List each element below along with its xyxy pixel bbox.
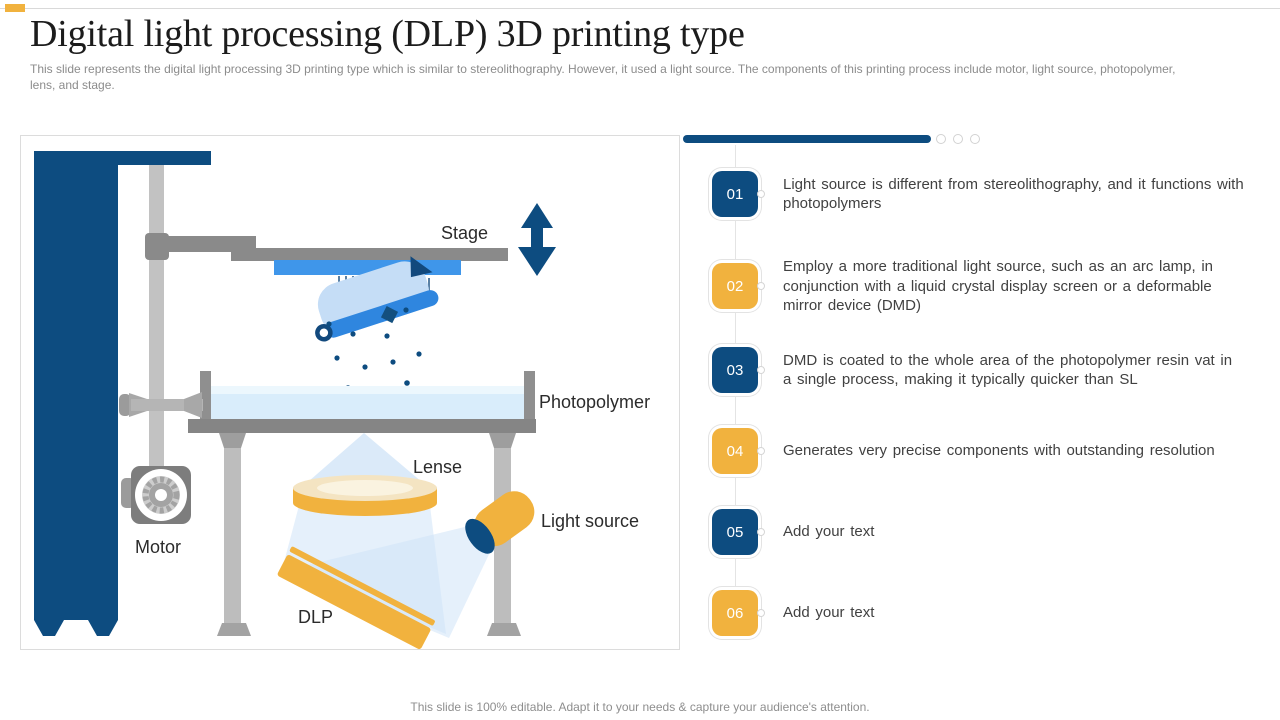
step-text: Add your text — [783, 604, 875, 622]
stage-arm — [145, 233, 508, 261]
slide-subtitle: This slide represents the digital light … — [30, 62, 1176, 92]
step-connector-dot — [757, 366, 765, 374]
label-lense: Lense — [413, 457, 462, 477]
step-item-04: 04 Generates very precise components wit… — [709, 425, 1249, 477]
progress-dot — [953, 134, 963, 144]
step-number-badge: 05 — [712, 509, 758, 555]
progress-dot — [936, 134, 946, 144]
step-connector-dot — [757, 447, 765, 455]
top-accent-chip — [5, 4, 25, 12]
step-item-02: 02 Employ a more traditional light sourc… — [709, 257, 1249, 316]
progress-bar — [683, 135, 931, 143]
dlp-printer-diagram: Stage Photopolymer Lense Light source Mo… — [34, 151, 650, 649]
light-beams — [283, 433, 493, 638]
label-stage: Stage — [441, 223, 488, 243]
step-text: Light source is different from stereolit… — [783, 175, 1244, 213]
step-item-06: 06 Add your text — [709, 587, 1249, 639]
step-number-badge: 04 — [712, 428, 758, 474]
step-connector-dot — [757, 282, 765, 291]
top-divider-line — [0, 8, 1280, 9]
footer-note: This slide is 100% editable. Adapt it to… — [410, 700, 870, 714]
dlp-diagram-panel: Stage Photopolymer Lense Light source Mo… — [20, 135, 680, 650]
step-connector-dot — [757, 190, 765, 198]
dlp-panel — [277, 546, 435, 649]
light-source-shape — [465, 491, 535, 554]
printer-frame — [34, 151, 211, 636]
steps-panel: 01 Light source is different from stereo… — [683, 133, 1263, 663]
step-number-badge: 06 — [712, 590, 758, 636]
step-connector-dot — [757, 528, 765, 536]
label-motor: Motor — [135, 537, 181, 557]
step-number-badge: 02 — [712, 263, 758, 310]
step-number-badge: 01 — [712, 171, 758, 217]
label-photopolymer: Photopolymer — [539, 392, 650, 412]
updown-arrow-icon — [518, 203, 556, 276]
vat-coupler — [119, 392, 203, 418]
step-text: Generates very precise components with o… — [783, 442, 1215, 460]
label-light-source: Light source — [541, 511, 639, 531]
step-item-05: 05 Add your text — [709, 506, 1249, 558]
step-text: Employ a more traditional light source, … — [783, 258, 1214, 314]
step-text: DMD is coated to the whole area of the p… — [783, 351, 1233, 389]
label-dlp: DLP — [298, 607, 333, 627]
step-item-03: 03 DMD is coated to the whole area of th… — [709, 344, 1249, 396]
progress-dot — [970, 134, 980, 144]
step-text: Add your text — [783, 523, 875, 541]
page-title: Digital light processing (DLP) 3D printi… — [30, 13, 745, 55]
lens-shape — [293, 475, 437, 516]
step-number-badge: 03 — [712, 347, 758, 393]
printed-object — [315, 256, 439, 342]
step-item-01: 01 Light source is different from stereo… — [709, 168, 1249, 220]
step-connector-dot — [757, 609, 765, 617]
photopolymer-vat — [188, 371, 536, 433]
motor-shape — [121, 466, 191, 524]
